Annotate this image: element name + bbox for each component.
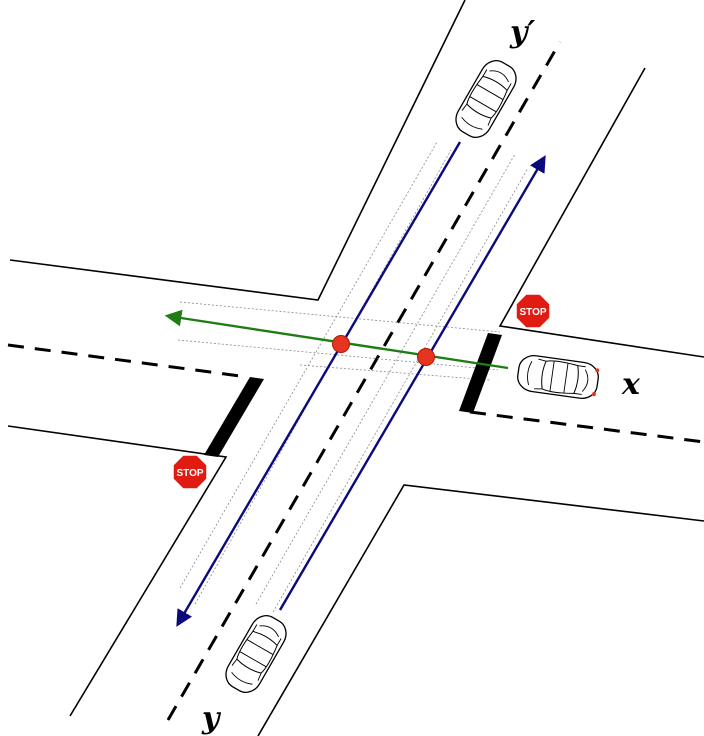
road-edge-northwest xyxy=(9,0,466,301)
lane-guide xyxy=(179,141,438,589)
stop-bar-east xyxy=(459,333,502,413)
lane-guide xyxy=(177,339,499,371)
stop-bar-west xyxy=(204,377,264,457)
stop-sign-label: STOP xyxy=(519,307,546,318)
lane-guide xyxy=(179,301,501,333)
road-edge-southeast xyxy=(257,484,704,736)
car-icon xyxy=(219,609,293,699)
stop-sign-icon: STOP xyxy=(172,454,208,490)
road-edges xyxy=(7,0,704,736)
road-edge-northeast xyxy=(498,67,704,358)
stop-sign-label: STOP xyxy=(176,468,203,479)
stop-sign-icon: STOP xyxy=(515,293,551,329)
vehicle-paths xyxy=(164,141,546,627)
label-x-road: x xyxy=(621,367,641,402)
centerline-major-road xyxy=(166,41,562,721)
lane-guide xyxy=(272,167,529,613)
label-y-road-end: y′ xyxy=(509,15,535,50)
road-edge-southwest xyxy=(7,425,228,717)
car-icon xyxy=(515,352,601,402)
path-northbound xyxy=(278,155,546,611)
centerlines xyxy=(7,41,704,721)
conflict-point-2 xyxy=(417,348,435,366)
lane-guide xyxy=(255,153,516,605)
centerline-minor-road-west xyxy=(7,343,241,378)
conflict-point-1 xyxy=(332,335,350,353)
centerline-minor-road-east xyxy=(469,410,704,444)
path-southbound xyxy=(176,141,462,627)
label-y-road-start: y xyxy=(201,701,222,736)
